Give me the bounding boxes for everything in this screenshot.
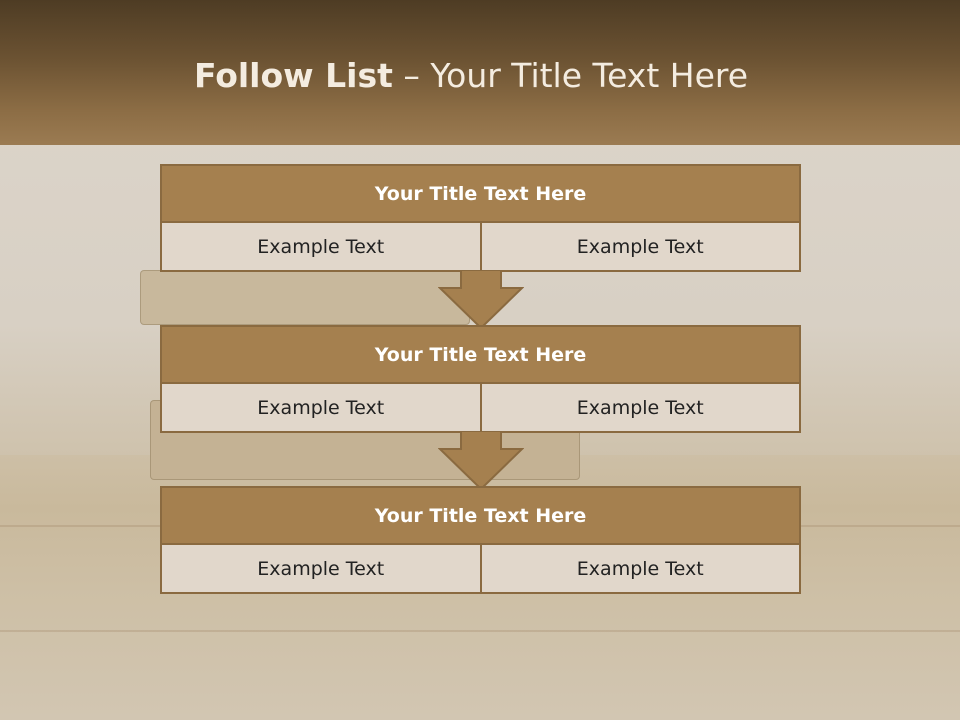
step-cell-left: Example Text [162, 545, 480, 592]
down-arrow-icon [438, 431, 524, 491]
step-block-3: Your Title Text Here Example Text Exampl… [160, 486, 801, 594]
step-cell-right: Example Text [479, 223, 799, 270]
step-cell-right: Example Text [479, 384, 799, 431]
step-row: Example Text Example Text [162, 223, 799, 270]
step-title: Your Title Text Here [162, 327, 799, 384]
step-cell-left: Example Text [162, 384, 480, 431]
step-cell-left: Example Text [162, 223, 480, 270]
slide-title: Follow List – Your Title Text Here [0, 56, 942, 95]
step-block-2: Your Title Text Here Example Text Exampl… [160, 325, 801, 433]
step-block-1: Your Title Text Here Example Text Exampl… [160, 164, 801, 272]
down-arrow-icon [438, 270, 524, 330]
step-cell-right: Example Text [479, 545, 799, 592]
title-bar: Follow List – Your Title Text Here [0, 0, 960, 145]
step-title: Your Title Text Here [162, 488, 799, 545]
plank-line [0, 630, 960, 632]
slide-title-bold: Follow List [193, 56, 393, 95]
step-title: Your Title Text Here [162, 166, 799, 223]
book [140, 270, 470, 325]
step-row: Example Text Example Text [162, 545, 799, 592]
slide-title-rest: – Your Title Text Here [392, 56, 749, 95]
step-row: Example Text Example Text [162, 384, 799, 431]
